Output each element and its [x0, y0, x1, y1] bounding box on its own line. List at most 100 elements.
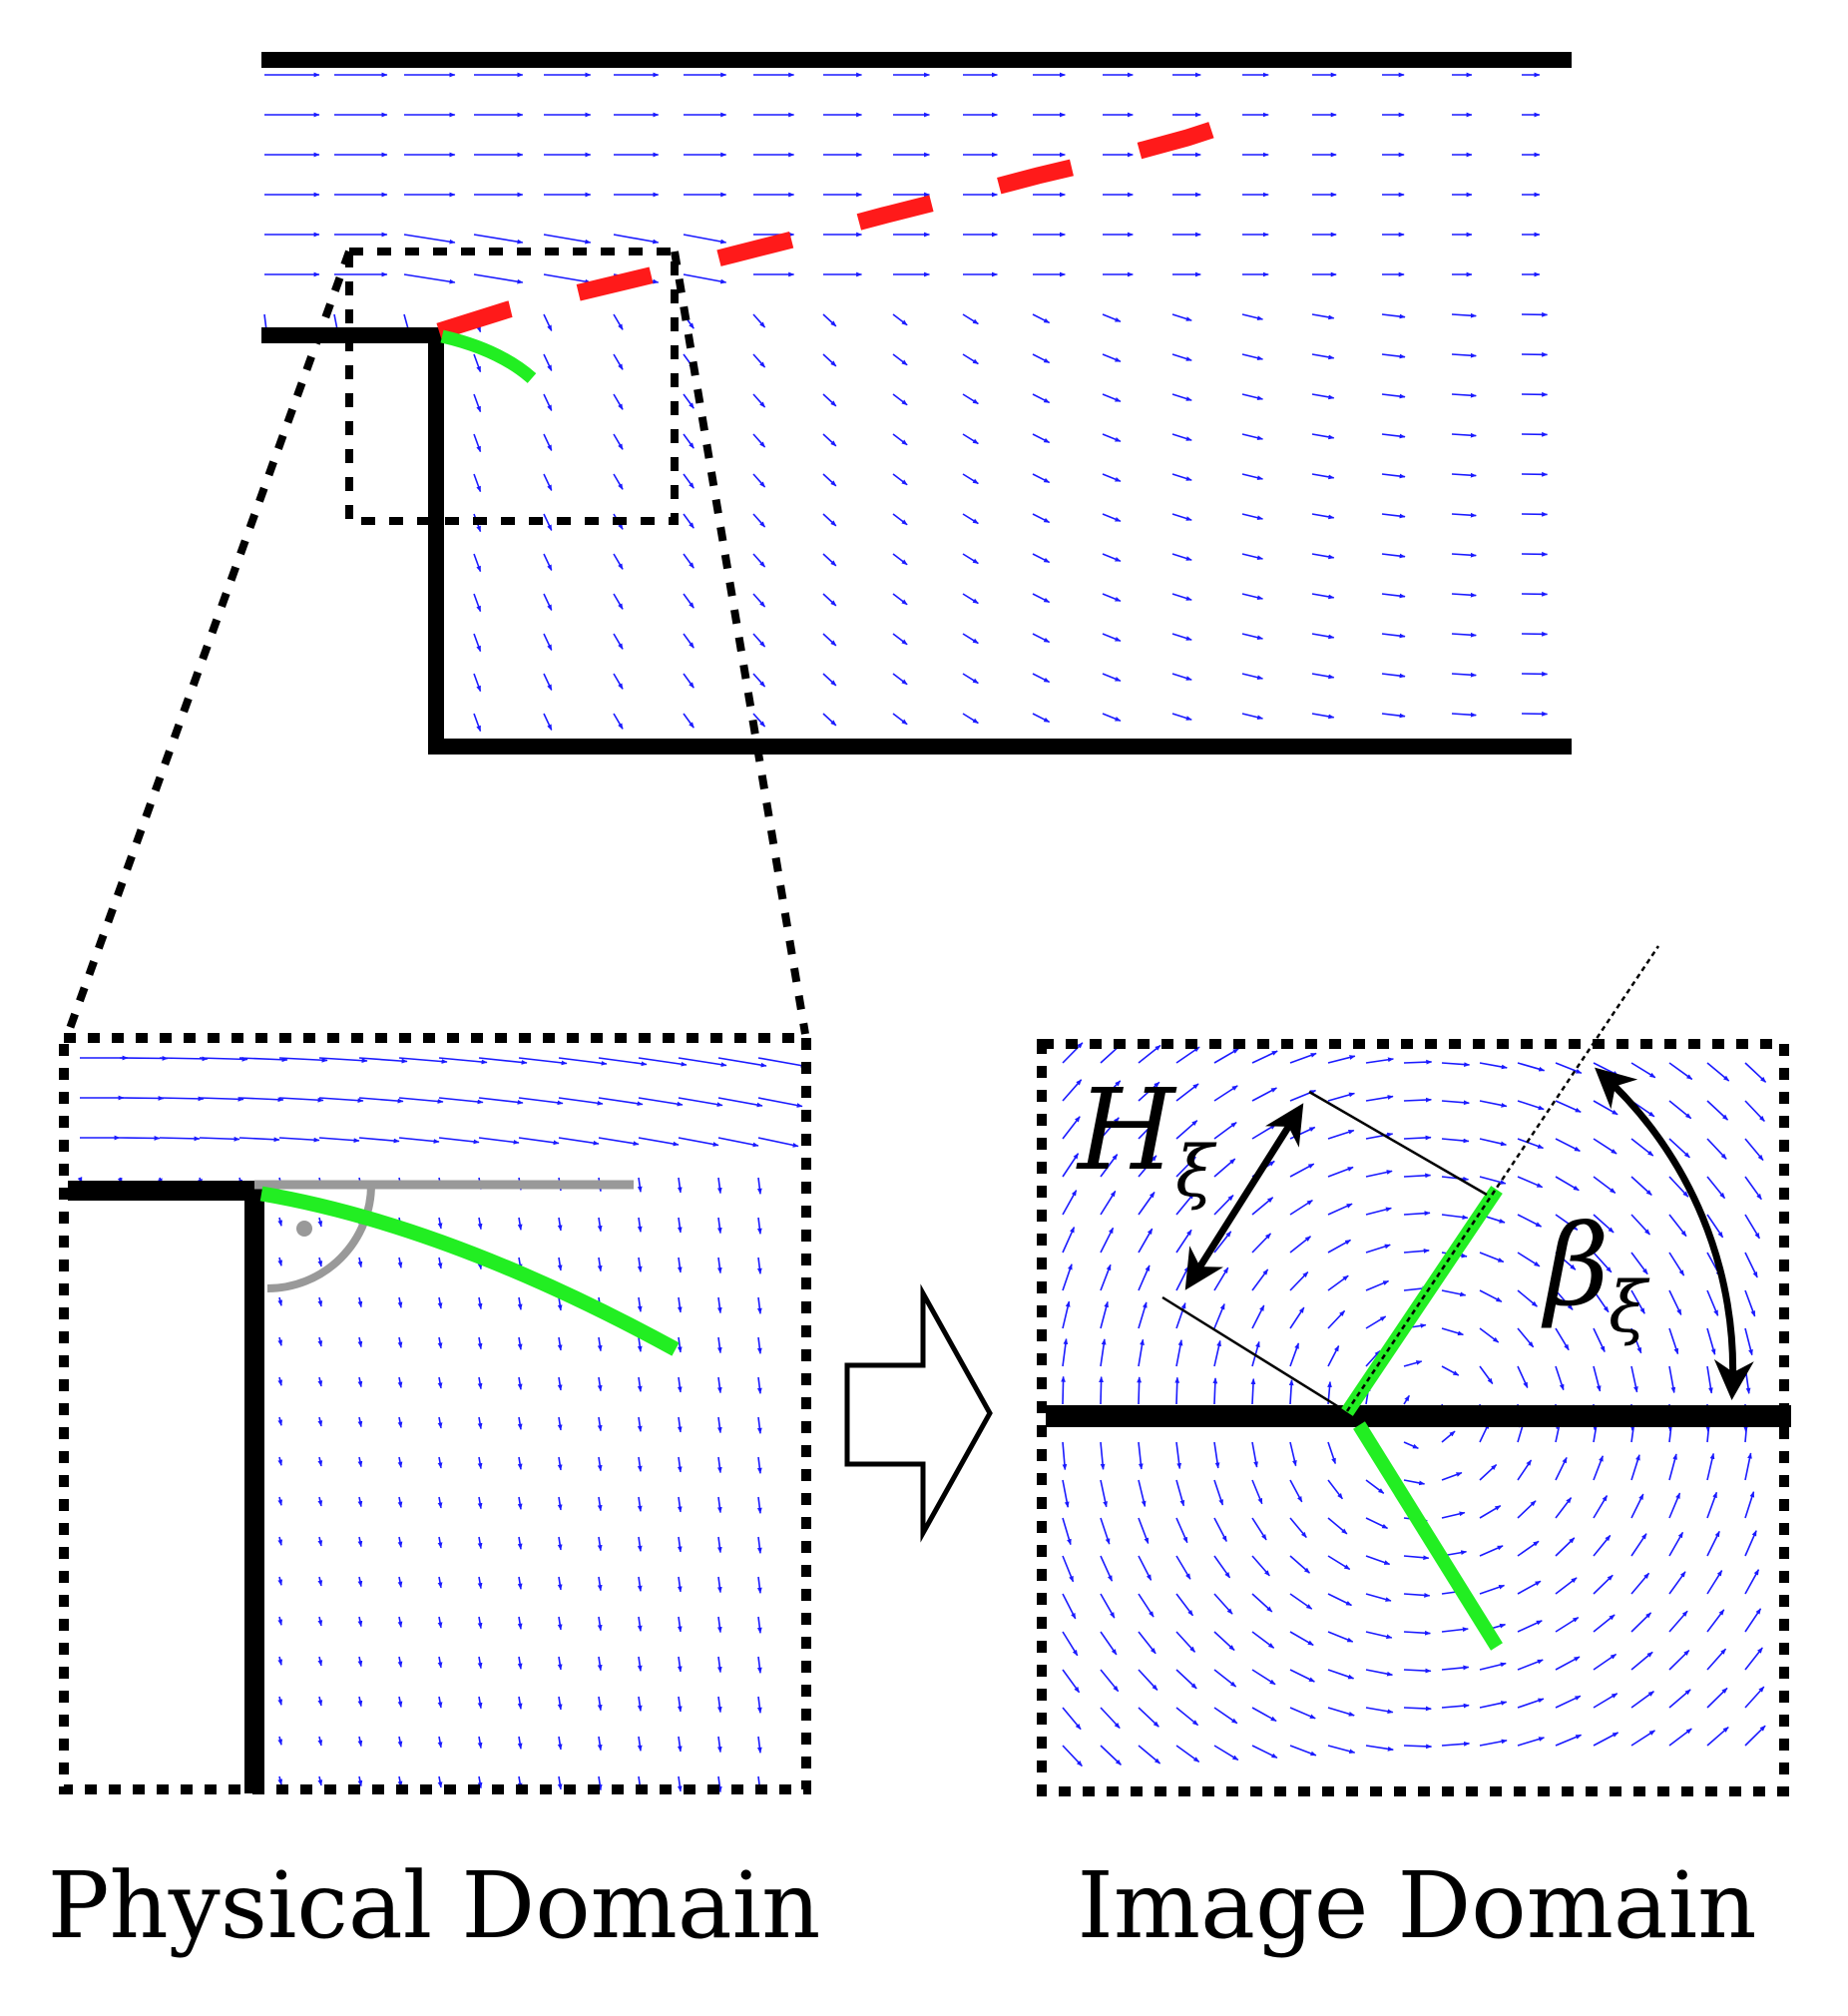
- vector-arrow: [678, 1097, 723, 1107]
- vector-arrow: [1365, 1669, 1394, 1677]
- vector-arrow: [473, 393, 482, 413]
- vector-arrow: [683, 433, 694, 449]
- vector-arrow: [1517, 1214, 1543, 1228]
- vector-arrow: [1062, 1079, 1083, 1102]
- vector-arrow: [1668, 1062, 1693, 1081]
- vector-arrow: [477, 1736, 483, 1750]
- vector-arrow: [1451, 632, 1477, 638]
- vector-arrow: [517, 1536, 523, 1550]
- angle-arc-arrow: [1595, 1067, 1754, 1400]
- vector-arrow: [397, 1456, 403, 1468]
- vector-arrow: [557, 1576, 563, 1591]
- vector-arrow: [1365, 1555, 1391, 1566]
- vector-arrow: [1479, 1365, 1494, 1384]
- vector-arrow: [683, 473, 694, 489]
- vector-arrow: [1479, 1701, 1508, 1709]
- vector-arrow: [1403, 1593, 1431, 1598]
- vector-arrow: [1032, 313, 1051, 324]
- vector-arrow: [683, 713, 694, 729]
- vector-arrow: [478, 1137, 520, 1145]
- vector-arrow: [357, 1376, 363, 1388]
- vector-arrow: [716, 1576, 722, 1594]
- vector-arrow: [318, 1137, 360, 1143]
- vector-arrow: [357, 1296, 363, 1308]
- vector-arrow: [892, 353, 908, 366]
- vector-arrow: [1441, 1289, 1467, 1297]
- vector-arrow: [1403, 1555, 1430, 1561]
- vector-arrow: [1102, 593, 1122, 603]
- vector-arrow: [119, 1136, 161, 1141]
- vector-arrow: [317, 1656, 323, 1667]
- vector-arrow: [1171, 553, 1192, 561]
- vector-arrow: [238, 1097, 284, 1103]
- vector-arrow: [317, 1416, 323, 1427]
- vector-arrow: [1744, 1725, 1766, 1747]
- vector-arrow: [277, 1496, 283, 1506]
- vector-arrow: [1365, 1631, 1393, 1640]
- vector-arrow: [438, 1057, 488, 1065]
- vector-arrow: [517, 1416, 523, 1430]
- vector-arrow: [1213, 1517, 1227, 1543]
- vector-arrow: [277, 1656, 283, 1666]
- vector-arrow: [1032, 433, 1051, 444]
- vector-arrow: [1213, 1158, 1236, 1178]
- vector-arrow: [1032, 473, 1051, 484]
- vector-arrow: [716, 1536, 722, 1554]
- vector-arrow: [1241, 553, 1264, 561]
- vector-arrow: [1365, 1244, 1391, 1254]
- vector-arrow: [1102, 313, 1122, 323]
- image-wake-lower: [1353, 1421, 1503, 1651]
- vector-arrow: [1171, 313, 1192, 321]
- vector-arrow: [1744, 1100, 1765, 1122]
- vector-arrow: [1327, 1441, 1337, 1465]
- vector-arrow: [1479, 1504, 1502, 1519]
- vector-arrow: [1171, 673, 1192, 681]
- vector-arrow: [1327, 1669, 1355, 1680]
- vector-arrow: [1327, 1631, 1354, 1643]
- vector-arrow: [1403, 1706, 1432, 1712]
- vector-arrow: [892, 473, 908, 486]
- vector-arrow: [1593, 1574, 1614, 1595]
- vector-arrow: [318, 1097, 364, 1104]
- vector-arrow: [1032, 553, 1051, 564]
- vector-arrow: [557, 1296, 563, 1311]
- vector-arrow: [1213, 1555, 1231, 1579]
- vector-arrow: [962, 353, 979, 365]
- vector-arrow: [557, 1496, 563, 1511]
- vector-arrow: [1744, 1327, 1753, 1356]
- vector-arrow: [517, 1456, 523, 1470]
- vector-arrow: [358, 1137, 400, 1144]
- vector-arrow: [1441, 1176, 1470, 1182]
- vector-arrow: [437, 1217, 443, 1230]
- vector-arrow: [1213, 1085, 1238, 1102]
- vector-arrow: [1441, 1430, 1456, 1443]
- vector-arrow: [677, 1775, 683, 1792]
- vector-arrow: [752, 433, 766, 448]
- vector-arrow: [1668, 1689, 1691, 1709]
- vector-arrow: [683, 553, 694, 569]
- vector-arrow: [677, 1696, 683, 1713]
- vector-arrow: [1451, 312, 1477, 318]
- vector-arrow: [317, 1736, 323, 1747]
- vector-arrow: [477, 1296, 483, 1310]
- vector-arrow: [822, 353, 837, 367]
- vector-arrow: [892, 513, 908, 526]
- vector-arrow: [1630, 1651, 1653, 1671]
- vector-arrow: [716, 1296, 722, 1314]
- vector-arrow: [1062, 1300, 1071, 1329]
- vector-arrow: [517, 1496, 523, 1510]
- vector-arrow: [1630, 1365, 1638, 1393]
- vector-arrow: [1517, 1138, 1545, 1150]
- vector-arrow: [1441, 1062, 1471, 1067]
- vector-arrow: [598, 1137, 640, 1147]
- vector-arrow: [1706, 1176, 1726, 1200]
- vector-arrow: [1744, 1214, 1761, 1240]
- vector-arrow: [1099, 1376, 1104, 1405]
- vector-arrow: [678, 1057, 727, 1068]
- vector-arrow: [557, 1536, 563, 1551]
- vector-arrow: [962, 513, 979, 525]
- vector-arrow: [638, 1097, 684, 1107]
- vector-arrow: [637, 1217, 643, 1233]
- vector-arrow: [1032, 393, 1051, 404]
- vector-arrow: [756, 1217, 762, 1235]
